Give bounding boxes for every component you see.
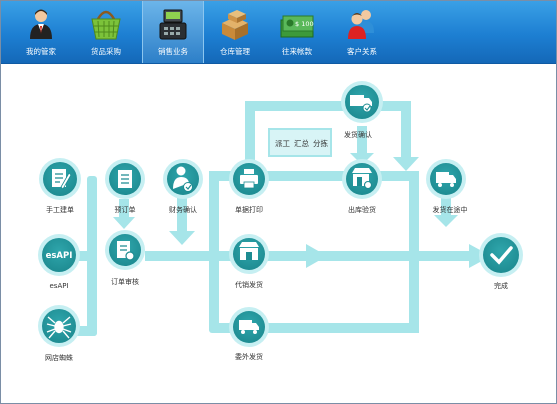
- nav-my-butler[interactable]: 我的管家: [10, 1, 72, 63]
- customers-icon: [348, 10, 374, 39]
- sort-label: 分拣: [313, 138, 328, 148]
- delivery-truck-icon: [436, 172, 456, 187]
- delivery-truck-icon: [239, 320, 259, 334]
- nav-sales[interactable]: 销售业务: [142, 1, 204, 63]
- warehouse-boxes-icon: [222, 10, 248, 40]
- document-list-icon: [118, 170, 132, 188]
- node-label: 出库验货: [348, 205, 376, 214]
- nav-label: 客户关系: [347, 47, 377, 56]
- node-label: esAPI: [49, 282, 68, 290]
- node-print-docs[interactable]: 单据打印: [229, 159, 269, 214]
- cash-register-icon: [159, 9, 187, 40]
- node-outbound-inspect[interactable]: 出库验货: [342, 159, 382, 214]
- node-finance-confirm[interactable]: 财务确认: [163, 159, 203, 214]
- truck-check-icon: [350, 95, 372, 113]
- node-label: 财务确认: [169, 205, 197, 214]
- node-label: 订单审核: [111, 277, 139, 286]
- node-ship-confirm[interactable]: 发货确认: [341, 81, 383, 139]
- nav-accounts[interactable]: $ 100 往来帐款: [266, 1, 328, 63]
- nav-label: 仓库管理: [220, 47, 250, 56]
- node-label: 完成: [494, 281, 508, 290]
- nav-customers[interactable]: 客户关系: [331, 1, 393, 63]
- node-order-review[interactable]: 订单审核: [105, 230, 145, 286]
- node-complete[interactable]: 完成: [479, 233, 523, 290]
- nav-label: 往来帐款: [282, 47, 312, 56]
- nav-label: 货品采购: [91, 47, 121, 56]
- money-text: $ 100: [295, 20, 314, 28]
- person-check-icon: [173, 166, 193, 192]
- node-outsource-ship[interactable]: 委外发货: [229, 307, 269, 361]
- nav-warehouse[interactable]: 仓库管理: [204, 1, 266, 63]
- nav-label: 销售业务: [158, 47, 188, 56]
- node-label: 代销发货: [235, 280, 263, 289]
- node-manual-order[interactable]: 手工建单: [39, 158, 81, 214]
- node-label: 发货在途中: [433, 205, 468, 214]
- money-icon: $ 100: [280, 15, 314, 38]
- node-shop-spider[interactable]: 网店蜘蛛: [38, 305, 80, 362]
- sales-flow-diagram: 派工 汇总 分拣 手工建单 esAPI esAPI: [38, 81, 523, 362]
- document-search-icon: [117, 241, 135, 261]
- dispatch-label: 派工: [275, 139, 290, 148]
- nav-purchase[interactable]: 货品采购: [75, 1, 137, 63]
- task-box: 派工 汇总 分拣: [268, 128, 332, 157]
- node-label: 发货确认: [344, 130, 372, 139]
- printer-icon: [240, 169, 258, 189]
- node-preorder[interactable]: 预订单: [105, 159, 145, 214]
- shopping-basket-icon: [91, 10, 121, 40]
- store-search-icon: [352, 168, 373, 190]
- node-label: 单据打印: [235, 205, 263, 214]
- node-label: 委外发货: [235, 352, 263, 361]
- node-esapi[interactable]: esAPI esAPI: [38, 234, 80, 290]
- esapi-inner-text: esAPI: [46, 251, 73, 261]
- nav-label: 我的管家: [26, 47, 56, 56]
- top-nav: 我的管家 货品采购 销售业务: [1, 1, 556, 64]
- node-label: 预订单: [115, 205, 136, 214]
- node-in-transit[interactable]: 发货在途中: [426, 159, 468, 214]
- storefront-icon: [239, 242, 259, 260]
- butler-icon: [30, 9, 52, 39]
- checkmark-icon: [490, 246, 513, 265]
- spider-icon: [46, 316, 72, 339]
- summary-label: 汇总: [294, 138, 309, 148]
- node-consign-ship[interactable]: 代销发货: [229, 234, 269, 289]
- node-label: 手工建单: [46, 205, 74, 214]
- edit-document-icon: [52, 169, 72, 190]
- node-label: 网店蜘蛛: [45, 353, 73, 362]
